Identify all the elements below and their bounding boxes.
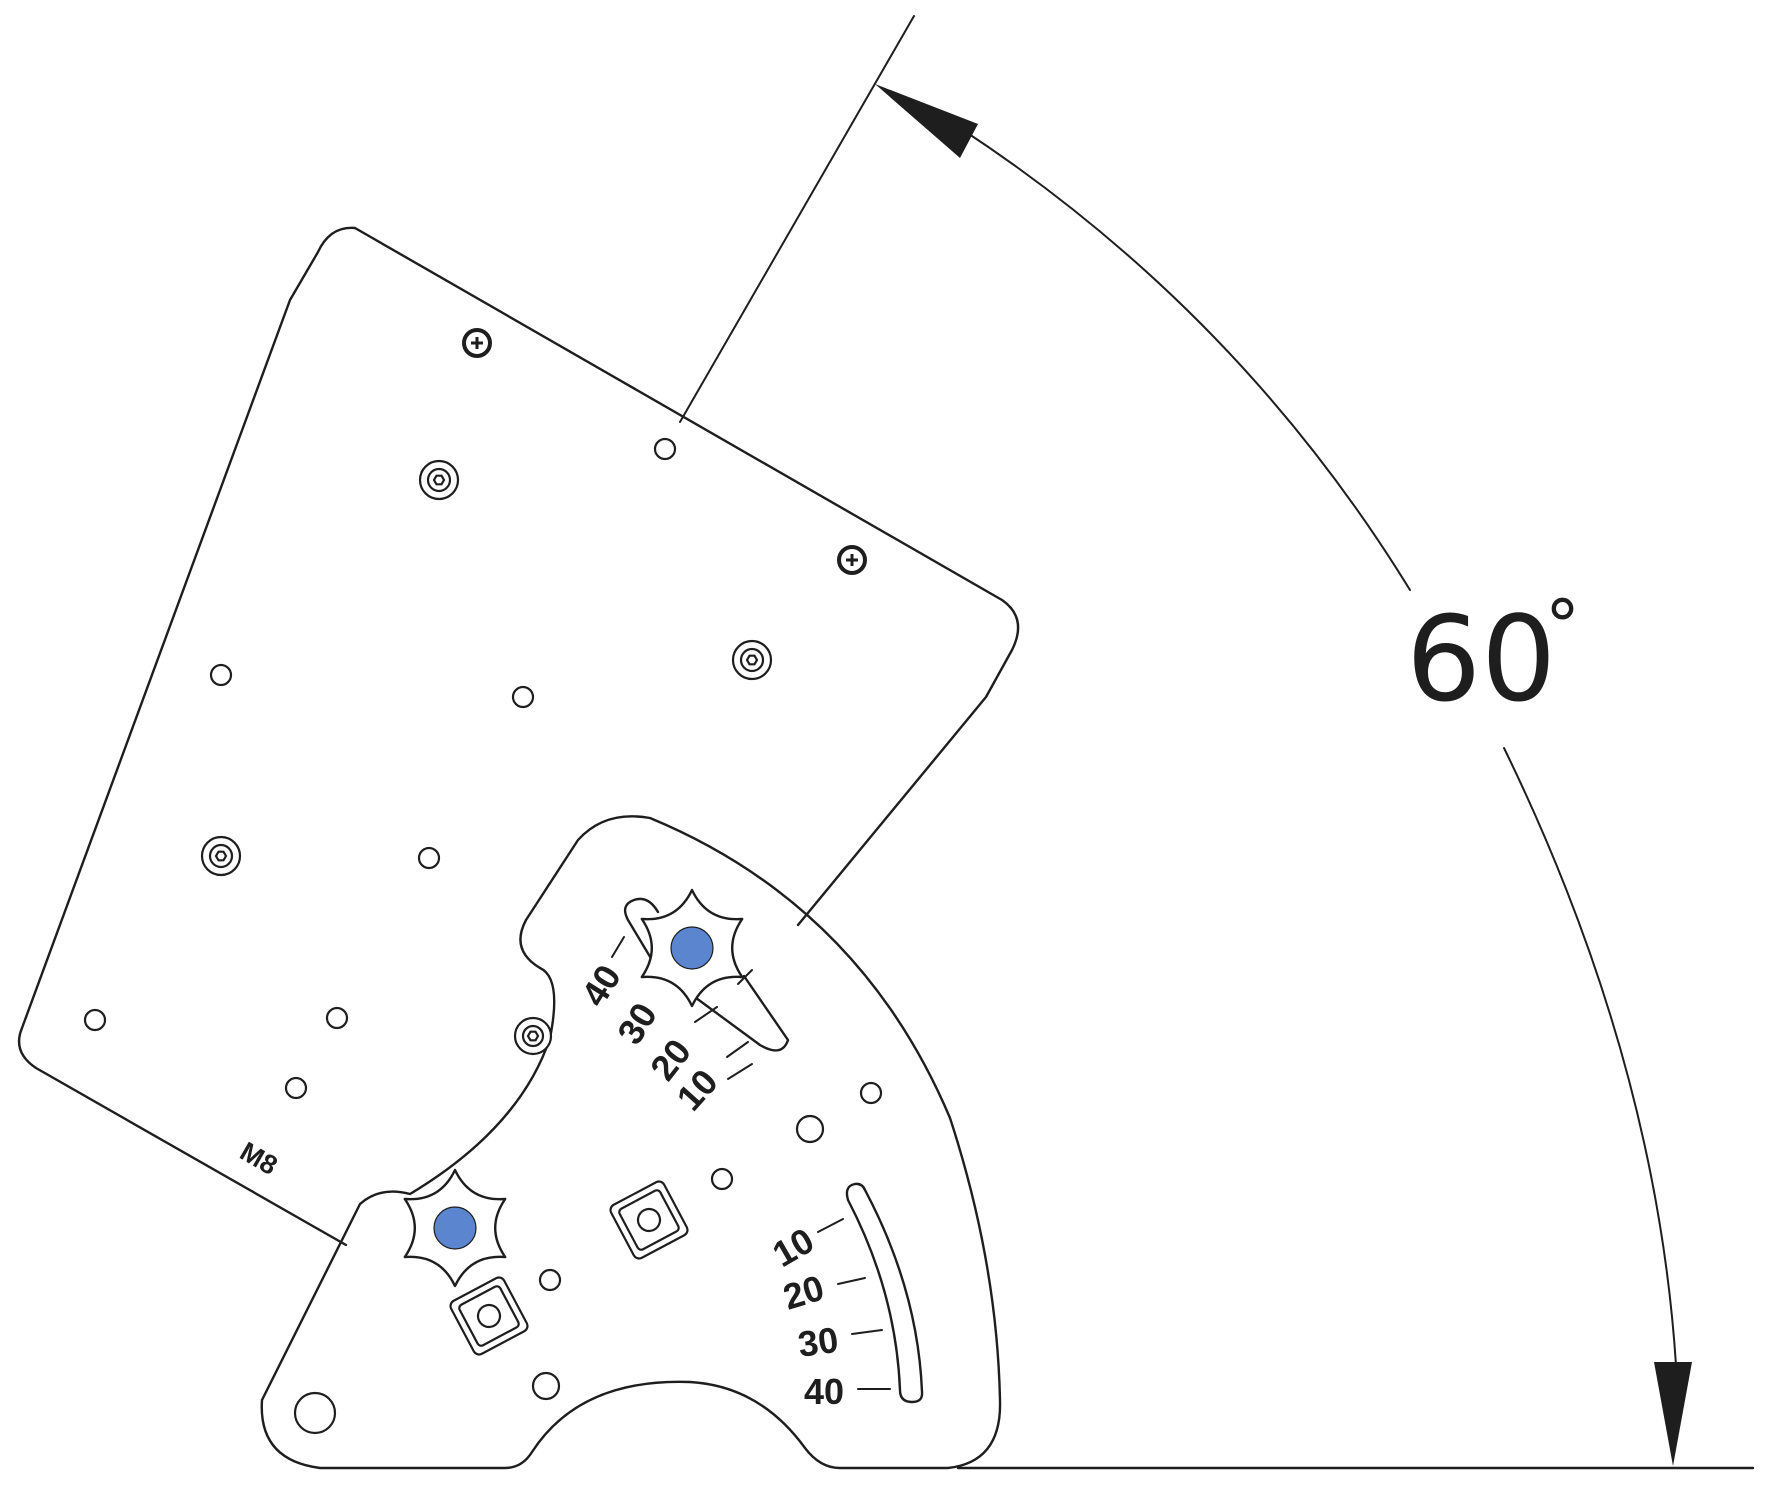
hole — [293, 1391, 337, 1435]
hole — [531, 1371, 561, 1401]
plate-holes — [83, 437, 677, 1100]
angle-label: 60 — [1406, 590, 1556, 728]
extension-line — [679, 15, 915, 423]
square-nut-icon — [449, 1276, 529, 1356]
upper-scale-ticks — [611, 936, 753, 1080]
degree-symbol: ° — [1545, 585, 1580, 667]
angle-arc-upper — [959, 127, 1411, 591]
hole — [417, 846, 441, 870]
hole — [325, 1006, 349, 1030]
thread-size-label: M8 — [235, 1136, 282, 1181]
arrowhead-upper — [875, 84, 978, 158]
hole — [538, 1268, 562, 1292]
hex-socket-bolt-icon — [731, 639, 773, 681]
hole — [511, 685, 535, 709]
base-holes — [293, 1081, 883, 1435]
hole — [795, 1114, 825, 1144]
scale-label-40: 40 — [573, 958, 629, 1014]
hex-socket-bolt-icon — [418, 459, 460, 501]
star-knob-icon — [640, 888, 744, 1008]
upper-slot — [623, 897, 790, 1052]
hole — [859, 1081, 883, 1105]
angle-arc-lower — [1503, 747, 1677, 1366]
hole — [209, 663, 233, 687]
phillips-screw-icon — [837, 545, 867, 575]
hole — [83, 1008, 107, 1032]
phillips-screw-icon — [462, 328, 492, 358]
square-nut-icon — [609, 1180, 689, 1260]
slot-divider — [737, 969, 753, 985]
scale-label-10: 10 — [766, 1219, 821, 1275]
lower-scale-ticks — [817, 1218, 891, 1390]
hole — [653, 437, 677, 461]
arrowhead-lower — [1654, 1362, 1692, 1466]
lower-slot — [845, 1182, 924, 1404]
base-bracket — [260, 815, 1002, 1470]
hole — [710, 1167, 734, 1191]
tilted-plate — [17, 226, 1020, 1247]
hex-socket-bolt-icon — [513, 1016, 553, 1056]
hole — [284, 1076, 308, 1100]
hex-socket-bolt-icon — [200, 835, 242, 877]
star-knob-icon — [403, 1168, 507, 1288]
scale-label-40: 40 — [804, 1371, 844, 1412]
scale-label-30: 30 — [795, 1319, 840, 1365]
